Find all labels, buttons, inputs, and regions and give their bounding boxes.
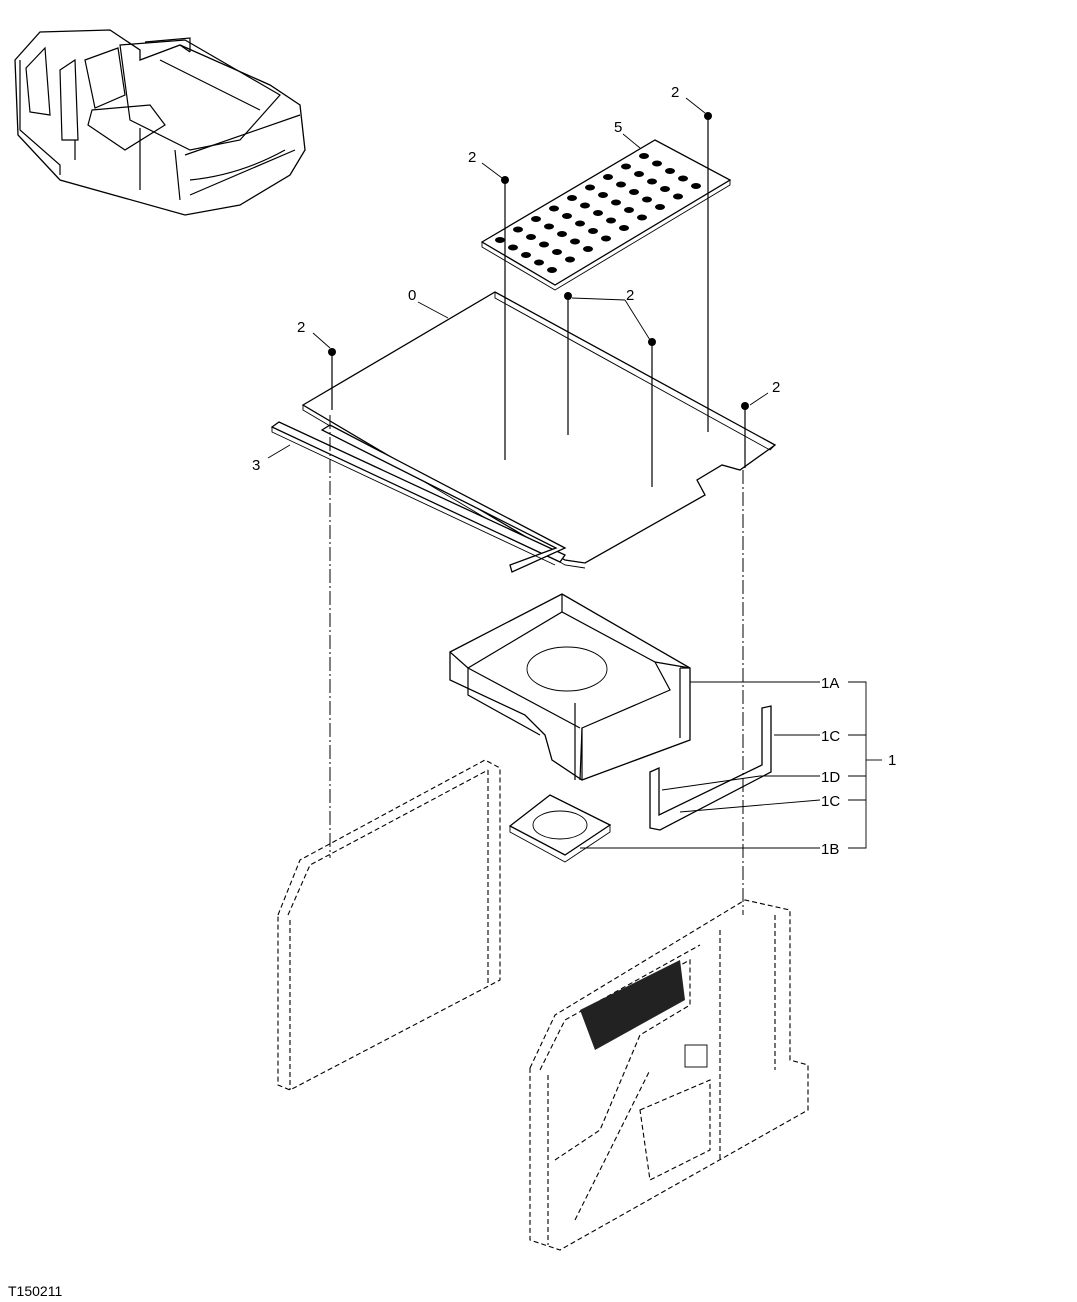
- perforation-hole: [562, 213, 572, 219]
- perforation-hole: [549, 205, 559, 212]
- perforation-hole: [606, 217, 616, 224]
- callout-0: 0: [408, 287, 416, 304]
- perforation-hole: [588, 228, 598, 234]
- callout-labels: 0 2 2 2 2 2 3 5 1A 1C 1D 1C 1B 1: [252, 84, 896, 858]
- perforation-hole: [652, 160, 662, 167]
- perforation-hole: [552, 249, 562, 255]
- callout-1: 1: [888, 752, 896, 769]
- perforation-hole: [547, 267, 557, 273]
- perforation-hole: [691, 183, 701, 189]
- perforation-hole: [495, 237, 505, 243]
- perforation-hole: [655, 204, 665, 210]
- perforation-hole: [585, 184, 595, 191]
- perforation-hole: [642, 196, 652, 203]
- perforation-hole: [624, 207, 634, 213]
- perforation-hole: [567, 195, 577, 201]
- perforation-hole: [603, 174, 613, 180]
- perforation-hole: [621, 163, 631, 170]
- figure-reference: T150211: [8, 1283, 62, 1299]
- perforation-hole: [557, 231, 567, 237]
- flange-ring: [508, 794, 612, 863]
- perforation-hole: [593, 210, 603, 216]
- perforation-hole: [639, 153, 649, 159]
- callout-1C-bottom: 1C: [821, 793, 840, 810]
- callout-leaders: [267, 97, 882, 849]
- floor-plate: [301, 291, 777, 569]
- perforation-hole: [534, 259, 544, 266]
- perforation-hole: [570, 238, 580, 245]
- perforation-hole: [634, 171, 644, 177]
- perforation-hole: [539, 241, 549, 248]
- perforation-hole: [521, 252, 531, 258]
- perforation-hole: [611, 199, 621, 206]
- right-side-panel: [529, 899, 809, 1251]
- u-seal: [649, 705, 772, 831]
- perforation-hole: [544, 223, 554, 230]
- callout-2-left: 2: [297, 319, 305, 336]
- perforation-hole: [637, 214, 647, 221]
- perforation-hole: [580, 202, 590, 209]
- perforation-hole: [565, 256, 575, 263]
- callout-2-pair: 2: [626, 287, 634, 304]
- callout-1B: 1B: [821, 841, 839, 858]
- perforated-plate: [480, 139, 732, 291]
- callout-1C-top: 1C: [821, 728, 840, 745]
- perforation-hole: [526, 234, 536, 240]
- excavator-locator-icon: [14, 29, 306, 216]
- perforation-hole: [513, 226, 523, 233]
- perforation-hole: [616, 181, 626, 188]
- perforation-hole: [531, 216, 541, 222]
- grille-mesh: [580, 960, 685, 1050]
- perforation-hole: [629, 189, 639, 195]
- callout-2-right: 2: [772, 379, 780, 396]
- callout-5: 5: [614, 119, 622, 136]
- bolt-heads: [328, 112, 749, 410]
- left-side-panel: [277, 759, 501, 1091]
- perforation-hole: [575, 220, 585, 227]
- callout-3: 3: [252, 457, 260, 474]
- perforation-hole: [665, 168, 675, 174]
- perforation-hole: [598, 192, 608, 198]
- perforation-hole: [619, 225, 629, 231]
- perforation-hole: [647, 178, 657, 185]
- bolt-leaders: [329, 118, 746, 915]
- perforation-hole: [660, 186, 670, 192]
- perforation-hole: [508, 244, 518, 251]
- callout-1D: 1D: [821, 769, 840, 786]
- perforation-hole: [601, 235, 611, 242]
- perforation-hole: [583, 246, 593, 252]
- perforation-hole: [673, 193, 683, 200]
- perforation-hole: [678, 175, 688, 182]
- callout-1A: 1A: [821, 675, 839, 692]
- seal-strip: [270, 421, 567, 573]
- duct-housing: [449, 593, 691, 781]
- callout-2-center: 2: [468, 149, 476, 166]
- callout-2-top: 2: [671, 84, 679, 101]
